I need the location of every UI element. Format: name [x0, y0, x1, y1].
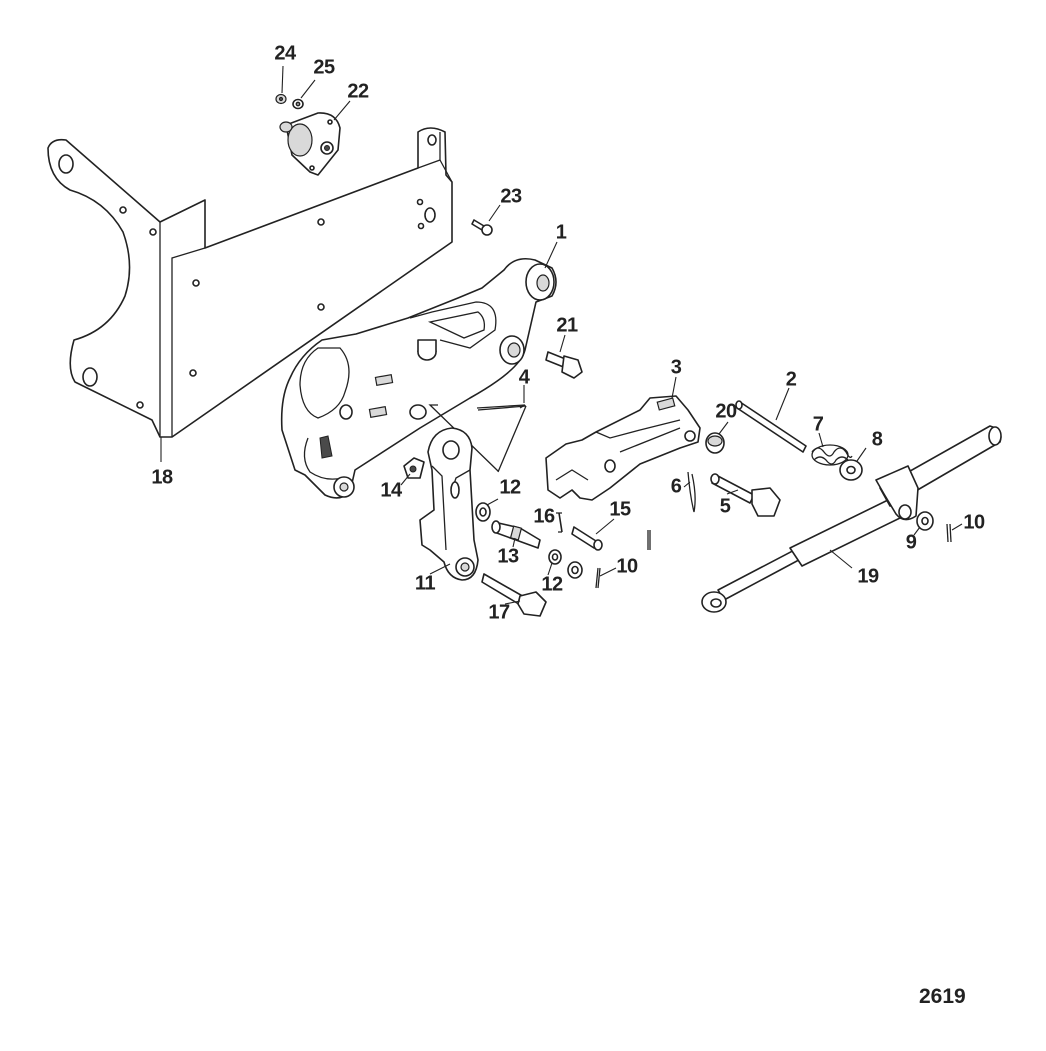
washer-part-9 [916, 511, 934, 531]
washer-part-25 [292, 98, 304, 110]
callout-8: 8 [871, 428, 883, 451]
cotter-pin-part-10-center [595, 530, 651, 589]
callout-18: 18 [151, 466, 173, 489]
callout-6: 6 [670, 475, 682, 498]
callout-20: 20 [715, 400, 737, 423]
roller-part-20 [705, 432, 725, 454]
screw-part-23 [471, 219, 493, 236]
callout-7: 7 [812, 413, 824, 436]
link-rod-part-19 [701, 425, 1002, 613]
callout-13: 13 [497, 545, 519, 568]
cotter-pin-part-10-right [946, 523, 952, 543]
mounting-bracket-part-18 [47, 127, 453, 438]
callout-22: 22 [347, 80, 369, 103]
lever-part-3 [545, 395, 701, 501]
callout-1: 1 [555, 221, 567, 244]
bolt-part-21 [545, 351, 583, 379]
washer-part-12-lower [548, 549, 583, 579]
callout-25: 25 [313, 56, 335, 79]
washer-part-8 [839, 459, 863, 481]
spring-wire-part-4 [428, 404, 527, 473]
callout-12-lower: 12 [541, 573, 563, 596]
callout-9: 9 [905, 531, 917, 554]
sensor-assembly-part-22 [279, 112, 341, 176]
bolt-part-17 [481, 573, 547, 617]
callout-24: 24 [274, 42, 296, 65]
spring-part-7 [811, 444, 853, 466]
callout-2: 2 [785, 368, 797, 391]
callout-3: 3 [670, 356, 682, 379]
bolt-part-15 [571, 526, 603, 551]
washer-part-12-upper [475, 502, 491, 522]
cotter-pin-part-6 [687, 471, 696, 513]
bushing-part-14 [403, 457, 425, 479]
callout-14: 14 [380, 479, 402, 502]
bolt-part-5 [710, 473, 781, 517]
shaft-part-2 [735, 400, 807, 453]
leader-lines [160, 65, 963, 605]
callout-10-center: 10 [616, 555, 638, 578]
callout-21: 21 [556, 314, 578, 337]
figure-number: 2619 [919, 985, 966, 1008]
pin-part-16 [556, 512, 563, 533]
callout-12-upper: 12 [499, 476, 521, 499]
callout-17: 17 [488, 601, 510, 624]
callout-15: 15 [609, 498, 631, 521]
callout-4: 4 [518, 366, 530, 389]
callout-23: 23 [500, 185, 522, 208]
callout-16: 16 [533, 505, 555, 528]
callout-11: 11 [414, 572, 436, 595]
stud-part-13 [491, 520, 541, 549]
nut-part-24 [275, 93, 287, 105]
callout-10-right: 10 [963, 511, 985, 534]
callout-19: 19 [857, 565, 879, 588]
callout-5: 5 [719, 495, 731, 518]
shift-lever-part-11 [419, 427, 479, 581]
lever-plate-part-1 [280, 257, 557, 499]
